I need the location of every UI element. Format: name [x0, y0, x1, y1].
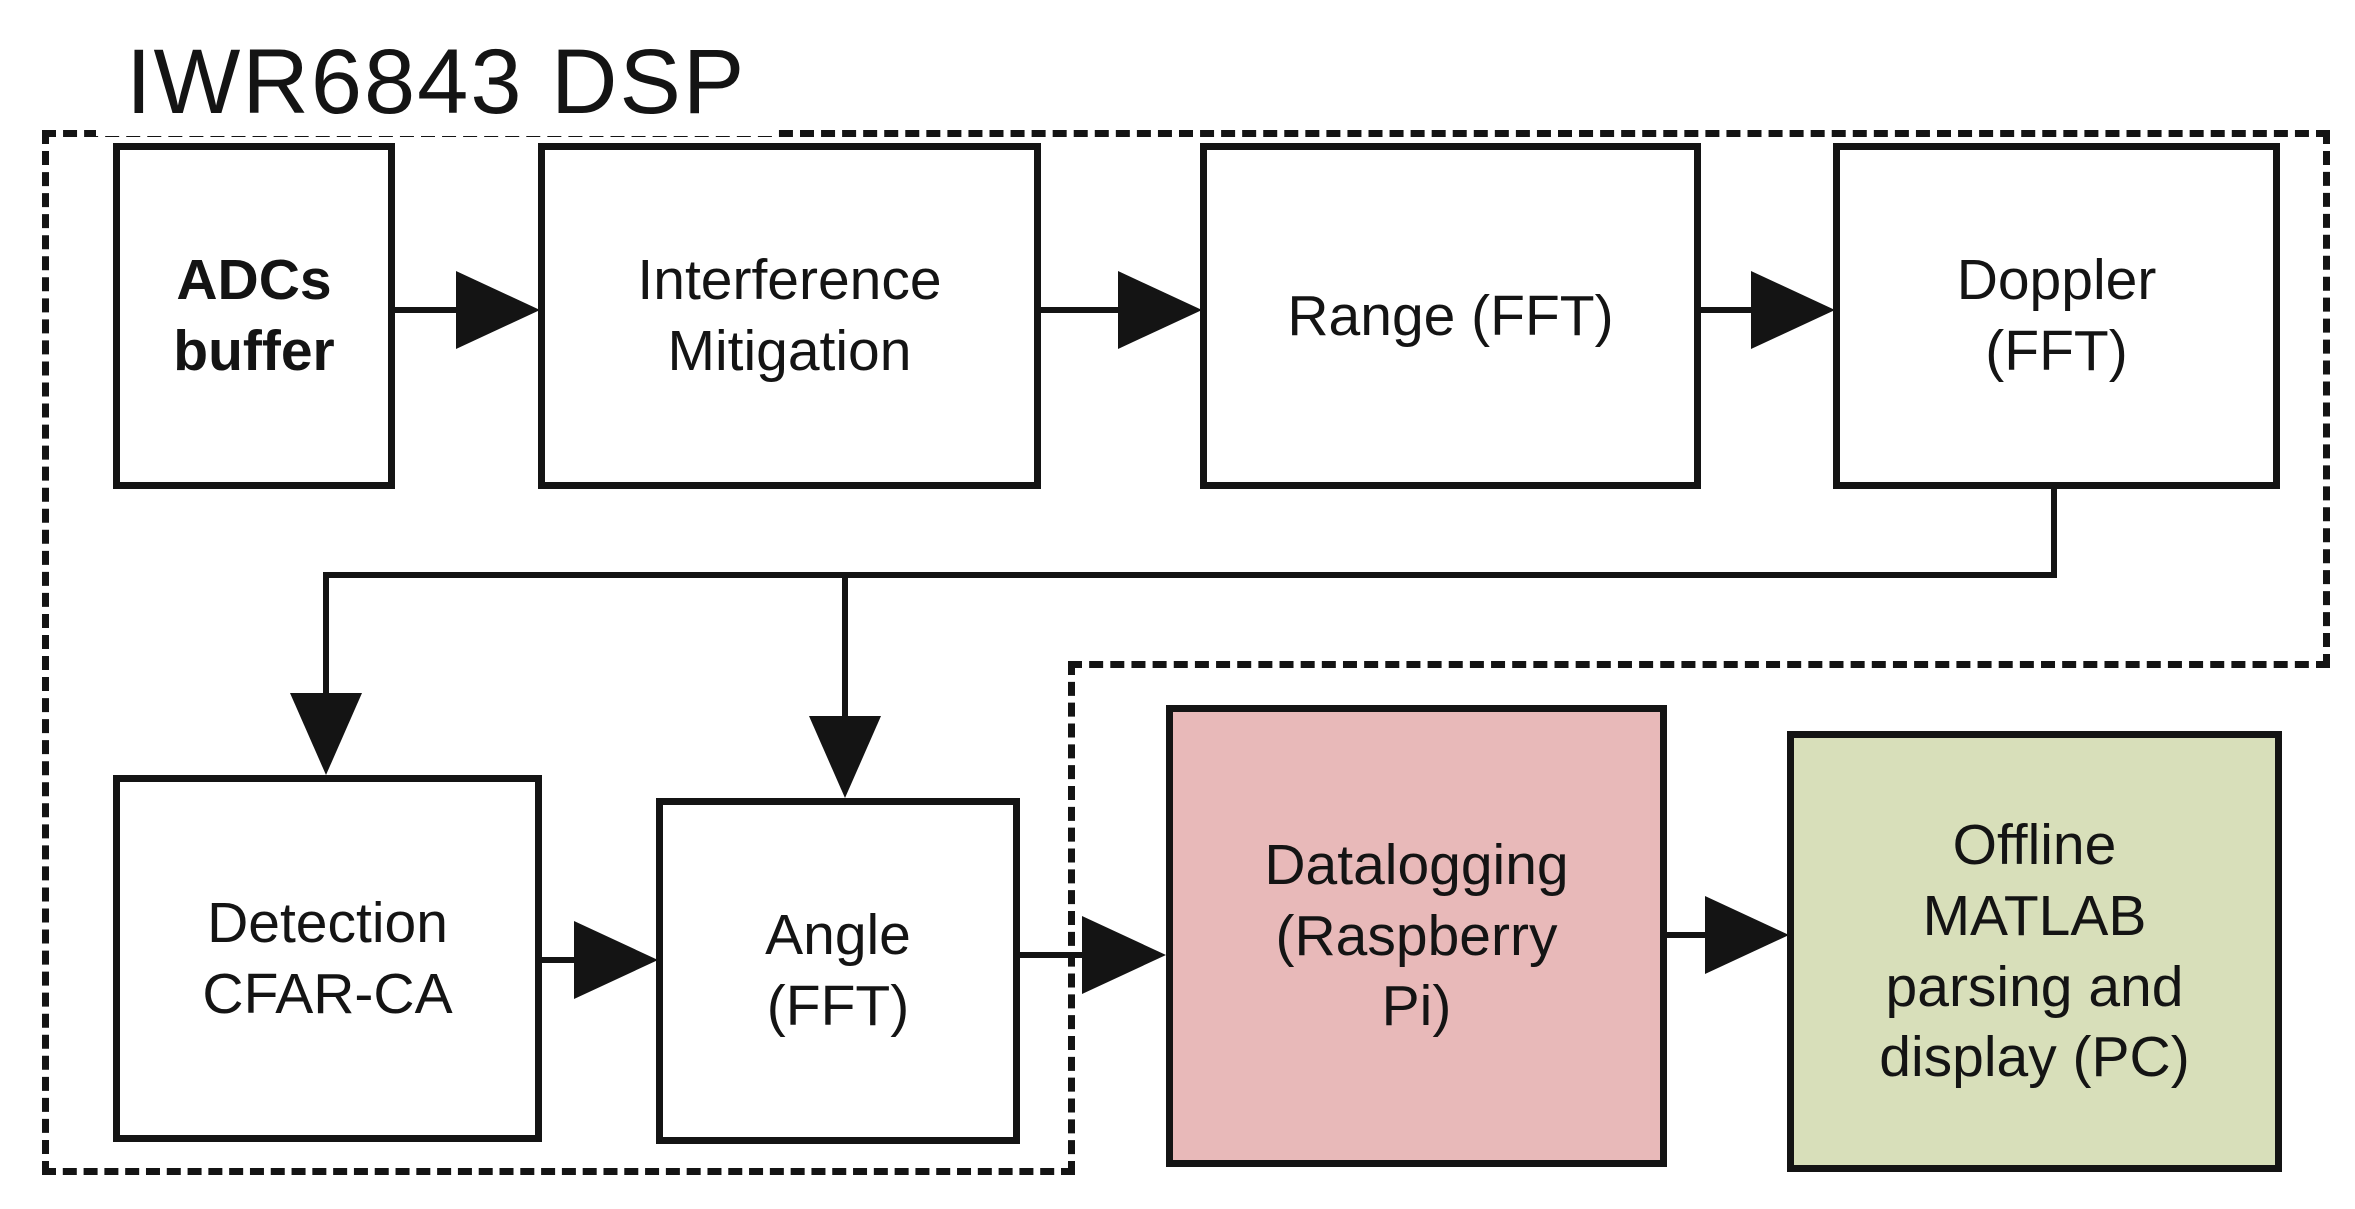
arrow-detection-to-angle-shaft — [541, 957, 586, 963]
node-doppler-fft: Doppler (FFT) — [1833, 143, 2280, 489]
arrow-adcs-to-interference-shaft — [394, 307, 476, 313]
node-adcs-buffer-label: ADCs buffer — [173, 248, 335, 383]
dsp-container-border-right — [2323, 130, 2330, 668]
node-offline-matlab: Offline MATLAB parsing and display (PC) — [1787, 731, 2282, 1172]
arrow-range-to-doppler-shaft — [1700, 307, 1760, 313]
branch-doppler-drop-segment — [2051, 488, 2057, 578]
arrow-branch-to-angle-head-icon — [809, 716, 881, 798]
node-range-fft: Range (FFT) — [1200, 143, 1701, 489]
arrow-detection-to-angle-head-icon — [574, 921, 658, 999]
node-detection-cfar-ca: Detection CFAR-CA — [113, 775, 542, 1142]
arrow-adcs-to-interference-head-icon — [456, 271, 540, 349]
arrow-interference-to-range-head-icon — [1118, 271, 1202, 349]
dsp-container-label: IWR6843 DSP — [96, 30, 777, 136]
arrow-datalogging-to-offline-head-icon — [1705, 896, 1789, 974]
dsp-container-border-bottom — [42, 1168, 1075, 1175]
arrow-branch-to-detection-head-icon — [290, 693, 362, 775]
node-interference-mitigation: Interference Mitigation — [538, 143, 1041, 489]
branch-horizontal-segment — [323, 572, 2057, 578]
arrow-angle-to-datalogging-head-icon — [1082, 916, 1166, 994]
node-doppler-fft-label: Doppler (FFT) — [1956, 248, 2157, 383]
arrow-datalogging-to-offline-shaft — [1667, 932, 1717, 938]
node-datalogging-raspberry-pi-label: Datalogging (Raspberry Pi) — [1264, 832, 1569, 1039]
dsp-container-border-top — [42, 130, 2330, 137]
node-angle-fft: Angle (FFT) — [656, 798, 1020, 1144]
node-interference-mitigation-label: Interference Mitigation — [637, 248, 942, 383]
node-angle-fft-label: Angle (FFT) — [765, 903, 911, 1038]
node-adcs-buffer: ADCs buffer — [113, 143, 395, 489]
node-offline-matlab-label: Offline MATLAB parsing and display (PC) — [1879, 813, 2190, 1090]
dsp-container-border-notch-horizontal — [1068, 661, 2330, 668]
arrow-range-to-doppler-head-icon — [1751, 271, 1835, 349]
node-datalogging-raspberry-pi: Datalogging (Raspberry Pi) — [1166, 705, 1667, 1167]
arrow-branch-to-angle-shaft — [842, 572, 848, 720]
dsp-container-border-notch-vertical — [1068, 661, 1075, 1175]
arrow-angle-to-datalogging-shaft — [1018, 952, 1090, 958]
node-detection-cfar-ca-label: Detection CFAR-CA — [202, 890, 453, 1026]
arrow-interference-to-range-shaft — [1040, 307, 1125, 313]
dsp-container-border-left — [42, 130, 49, 1175]
node-range-fft-label: Range (FFT) — [1287, 283, 1614, 348]
arrow-branch-to-detection-shaft — [323, 572, 329, 697]
